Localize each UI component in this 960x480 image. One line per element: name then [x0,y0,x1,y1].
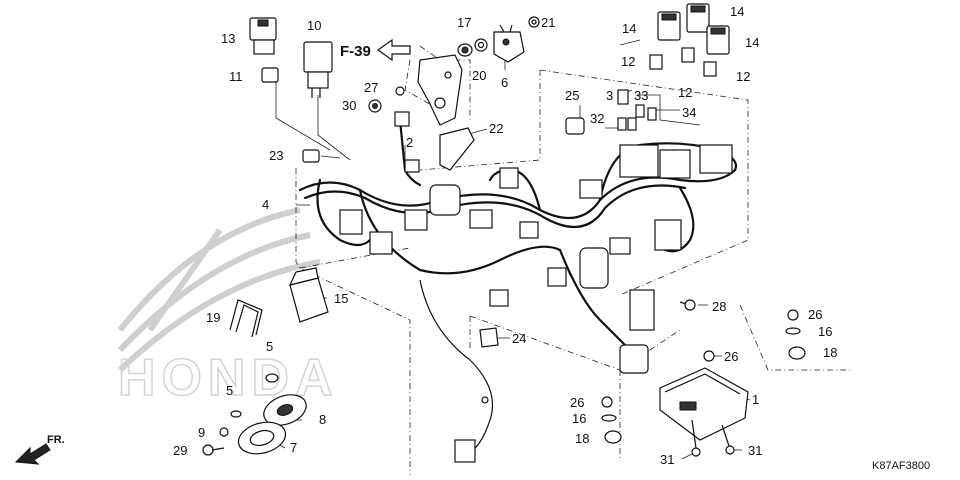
grommet-18-bottom [604,430,622,444]
callout-7: 7 [290,440,297,455]
callout-2: 2 [406,135,413,150]
clip-19 [229,299,263,338]
callout-19: 19 [206,310,220,325]
callout-9: 9 [198,425,205,440]
callout-26-right: 26 [808,307,822,322]
callout-26-bottom: 26 [570,395,584,410]
callout-24: 24 [512,331,526,346]
grommet-18-right [788,346,806,360]
bolt-29 [202,444,225,456]
front-arrow-icon [14,443,51,465]
callout-5-top: 5 [266,339,273,354]
honda-watermark: HONDA [118,349,339,407]
callout-18-bottom: 18 [575,431,589,446]
callout-14-b: 14 [730,4,744,19]
grommet-17 [457,43,473,57]
relay-10 [303,41,333,98]
reference-label: F-39 [340,43,371,60]
bolt-9 [219,427,229,437]
washer-5-top [265,373,279,383]
arrow-left-icon [376,38,411,62]
module-15 [288,267,329,323]
nut-26-bottom [601,396,613,408]
callout-33: 33 [634,88,648,103]
main-wire-harness [298,111,738,463]
callout-20: 20 [472,68,486,83]
nut-20 [474,38,488,52]
callout-12-a: 12 [621,54,635,69]
diagram-code: K87AF3800 [872,460,930,472]
bolt-31-right [721,424,735,455]
washer-16-right [785,327,801,335]
callout-14-c: 14 [745,35,759,50]
callout-11: 11 [229,69,243,84]
bolt-28 [679,299,696,311]
washer-16-bottom [601,414,617,422]
callout-12-b: 12 [678,85,692,100]
callout-1: 1 [752,392,759,407]
callout-5-bottom: 5 [226,383,233,398]
callout-26-mid: 26 [724,349,738,364]
callout-18-right: 18 [823,345,837,360]
fuse-32 [617,117,637,131]
callout-25: 25 [565,88,579,103]
cover-22 [439,127,475,171]
washer-5-bottom [230,410,242,418]
callout-34: 34 [682,105,696,120]
horn-8 [263,394,307,426]
callout-16-bottom: 16 [572,411,586,426]
washer-27 [395,86,405,96]
stay-bracket [417,54,463,126]
connector-24 [479,327,499,348]
relay-25 [565,117,585,135]
control-unit-1 [659,367,749,441]
callout-29: 29 [173,443,187,458]
callout-21: 21 [541,15,555,30]
callout-4: 4 [262,197,269,212]
callout-13: 13 [221,31,235,46]
relay-11 [261,67,279,83]
callout-22: 22 [489,121,503,136]
callout-31-right: 31 [748,443,762,458]
nut-21 [528,16,540,28]
callout-27: 27 [364,80,378,95]
bracket-6 [493,24,525,63]
relay-14 [657,3,730,55]
callout-32: 32 [590,111,604,126]
callout-17: 17 [457,15,471,30]
callout-31-left: 31 [660,452,674,467]
callout-6: 6 [501,75,508,90]
callout-8: 8 [319,412,326,427]
callout-28: 28 [712,299,726,314]
relay-12 [649,47,717,77]
callout-10: 10 [307,18,321,33]
callout-15: 15 [334,291,348,306]
fuse-33-34 [635,104,657,121]
connector-23 [302,149,320,163]
fuse-3 [617,89,629,105]
callout-3: 3 [606,88,613,103]
bolt-30 [368,99,382,113]
bolt-31-left [691,419,701,457]
callout-numbers: 1 2 3 4 5 5 6 7 8 9 10 11 12 12 12 13 14… [173,4,837,467]
horn-7 [237,421,287,455]
callout-30: 30 [342,98,356,113]
callout-12-c: 12 [736,69,750,84]
nut-26-right [787,309,799,321]
relay-13 [249,17,277,55]
front-label: FR. [47,434,65,446]
callout-23: 23 [269,148,283,163]
nut-26-mid [703,350,715,362]
callout-14-a: 14 [622,21,636,36]
callout-16-right: 16 [818,324,832,339]
honda-wing-logo: HONDA [117,207,339,408]
